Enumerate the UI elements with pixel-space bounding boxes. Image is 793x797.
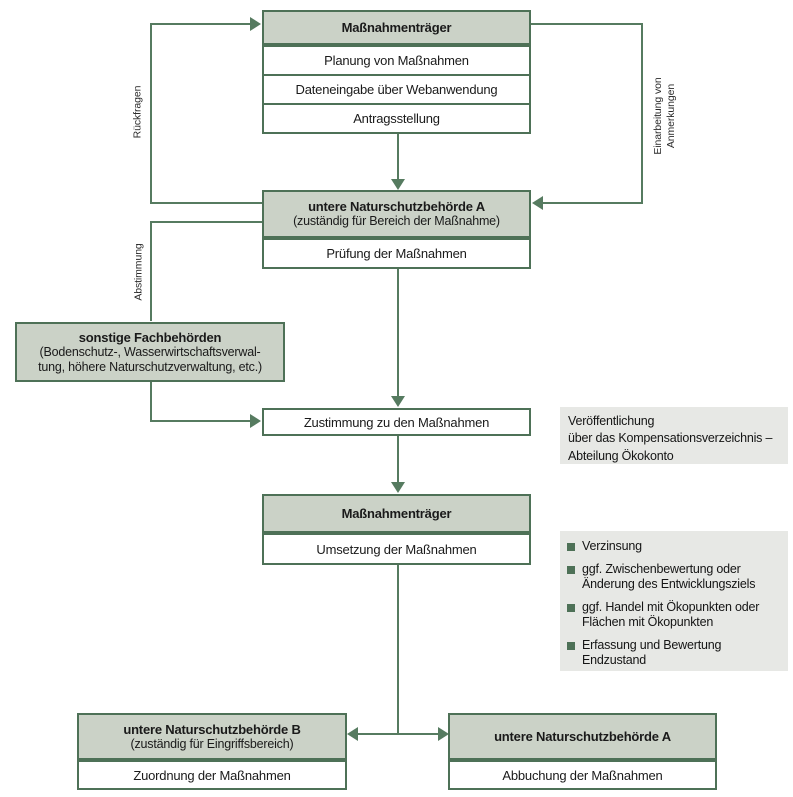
box-authority-a-review: untere Naturschutzbehörde A (zuständig f… [262,190,531,269]
row-zuordnung-der-massnahmen: Zuordnung der Maßnahmen [79,760,345,788]
box-authority-b-subtitle: (zuständig für Eingriffsbereich) [130,736,294,751]
box-authority-b-title: untere Naturschutzbehörde B [123,721,301,737]
arrowhead-right-icon [250,17,261,31]
box-authority-a-review-title: untere Naturschutzbehörde A [308,199,485,215]
box-authority-a-review-subtitle: (zuständig für Bereich der Maßnahme) [293,214,500,229]
box-expert-agencies: sonstige Fachbehörden (Bodenschutz-, Was… [15,322,285,382]
arrowhead-left-icon [532,196,543,210]
connector-einarbeitung-loop [531,23,643,204]
edge-label-abstimmung: Abstimmung [132,243,145,301]
bullet-text-erfassung-endzustand: Erfassung und Bewertung Endzustand [582,638,722,667]
box-approval: Zustimmung zu den Maßnahmen [262,408,531,436]
bullet-list-panel: Verzinsung ggf. Zwischenbewertung oder Ä… [560,531,788,671]
box-carrier-top: Maßnahmenträger Planung von Maßnahmen Da… [262,10,531,134]
connector-abstimmung [150,221,262,321]
box-carrier-top-title: Maßnahmenträger [341,20,452,35]
connector-rueckfragen-loop [150,23,262,204]
box-carrier-implement-header: Maßnahmenträger [264,496,529,533]
box-expert-agencies-subtitle: (Bodenschutz-, Wasserwirtschaftsverwal- … [38,345,262,374]
row-antragsstellung: Antragsstellung [264,103,529,132]
row-zustimmung-zu-den-massnahmen: Zustimmung zu den Maßnahmen [264,410,529,434]
box-carrier-implement-title: Maßnahmenträger [341,506,452,521]
bullet-text-verzinsung: Verzinsung [582,539,642,553]
list-item: Erfassung und Bewertung Endzustand [567,638,780,668]
box-authority-a-debit-title: untere Naturschutzbehörde A [494,729,671,744]
row-umsetzung-der-massnahmen: Umsetzung der Maßnahmen [264,533,529,563]
row-abbuchung-der-massnahmen: Abbuchung der Maßnahmen [450,760,715,788]
box-authority-a-debit: untere Naturschutzbehörde A Abbuchung de… [448,713,717,790]
box-authority-a-debit-header: untere Naturschutzbehörde A [450,715,715,760]
list-item: ggf. Handel mit Ökopunkten oder Flächen … [567,600,780,630]
note-veroeffentlichung-panel: Veröffentlichung über das Kompensationsv… [560,407,788,464]
arrowhead-left-icon [347,727,358,741]
arrowhead-down-icon [391,482,405,493]
arrowhead-right-icon [250,414,261,428]
row-dateneingabe-webanwendung: Dateneingabe über Webanwendung [264,74,529,103]
edge-label-rueckfragen: Rückfragen [131,85,144,139]
bullet-text-zwischenbewertung: ggf. Zwischenbewertung oder Änderung des… [582,562,756,591]
box-authority-b: untere Naturschutzbehörde B (zuständig f… [77,713,347,790]
bullet-square-icon [567,604,575,612]
box-authority-a-review-header: untere Naturschutzbehörde A (zuständig f… [264,192,529,238]
bullet-text-handel-oekopunkte: ggf. Handel mit Ökopunkten oder Flächen … [582,600,760,629]
edge-label-einarbeitung: Einarbeitung von Anmerkungen [651,77,677,155]
bullet-square-icon [567,543,575,551]
arrowhead-down-icon [391,396,405,407]
box-carrier-top-header: Maßnahmenträger [264,12,529,45]
list-item: ggf. Zwischenbewertung oder Änderung des… [567,562,780,592]
box-expert-agencies-title: sonstige Fachbehörden [78,330,222,346]
list-item: Verzinsung [567,539,780,554]
row-pruefung-der-massnahmen: Prüfung der Maßnahmen [264,238,529,267]
box-carrier-implement: Maßnahmenträger Umsetzung der Maßnahmen [262,494,531,565]
connector-agencies-to-approval [150,382,250,422]
box-authority-b-header: untere Naturschutzbehörde B (zuständig f… [79,715,345,760]
note-veroeffentlichung-text: Veröffentlichung über das Kompensationsv… [568,414,773,463]
bullet-square-icon [567,566,575,574]
arrowhead-down-icon [391,179,405,190]
row-planung-von-massnahmen: Planung von Maßnahmen [264,45,529,74]
bullet-square-icon [567,642,575,650]
